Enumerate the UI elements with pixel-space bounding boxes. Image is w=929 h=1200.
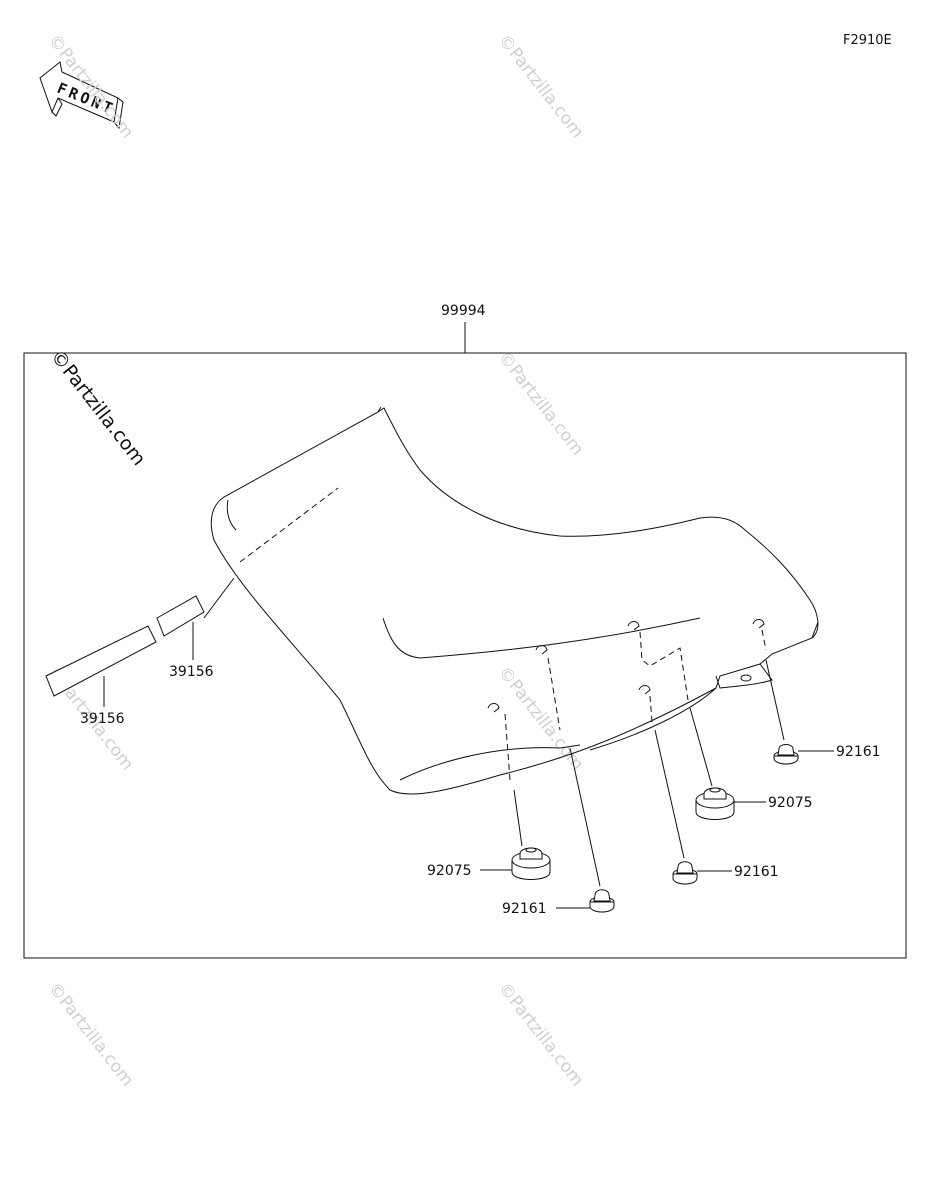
part-label-damper-left-small: 92161	[502, 901, 547, 917]
strap-lower	[45, 625, 157, 697]
seat-cushion	[210, 406, 819, 795]
damper-right-top	[773, 744, 799, 765]
part-label-damper-center: 92161	[734, 864, 779, 880]
part-label-seat: 99994	[441, 303, 486, 319]
watermark: ©Partzilla.com	[494, 348, 587, 459]
part-label-strap-upper: 39156	[169, 664, 214, 680]
watermark: ©Partzilla.com	[494, 31, 587, 142]
part-label-strap-lower: 39156	[80, 711, 125, 727]
mount-hooks	[487, 619, 765, 713]
watermark: ©Partzilla.com	[44, 979, 137, 1090]
damper-left-large	[511, 847, 551, 880]
strap-upper	[156, 595, 205, 637]
watermark-dark: ©Partzilla.com	[46, 346, 150, 470]
part-label-damper-right-large: 92075	[768, 795, 813, 811]
damper-left-small	[589, 889, 615, 913]
part-label-damper-right-top: 92161	[836, 744, 881, 760]
dashed-leaders	[504, 629, 767, 781]
part-label-damper-left-large: 92075	[427, 863, 472, 879]
figure-code: F2910E	[843, 33, 892, 48]
damper-right-large	[695, 787, 735, 820]
watermark: ©Partzilla.com	[494, 979, 587, 1090]
damper-center	[672, 861, 698, 885]
